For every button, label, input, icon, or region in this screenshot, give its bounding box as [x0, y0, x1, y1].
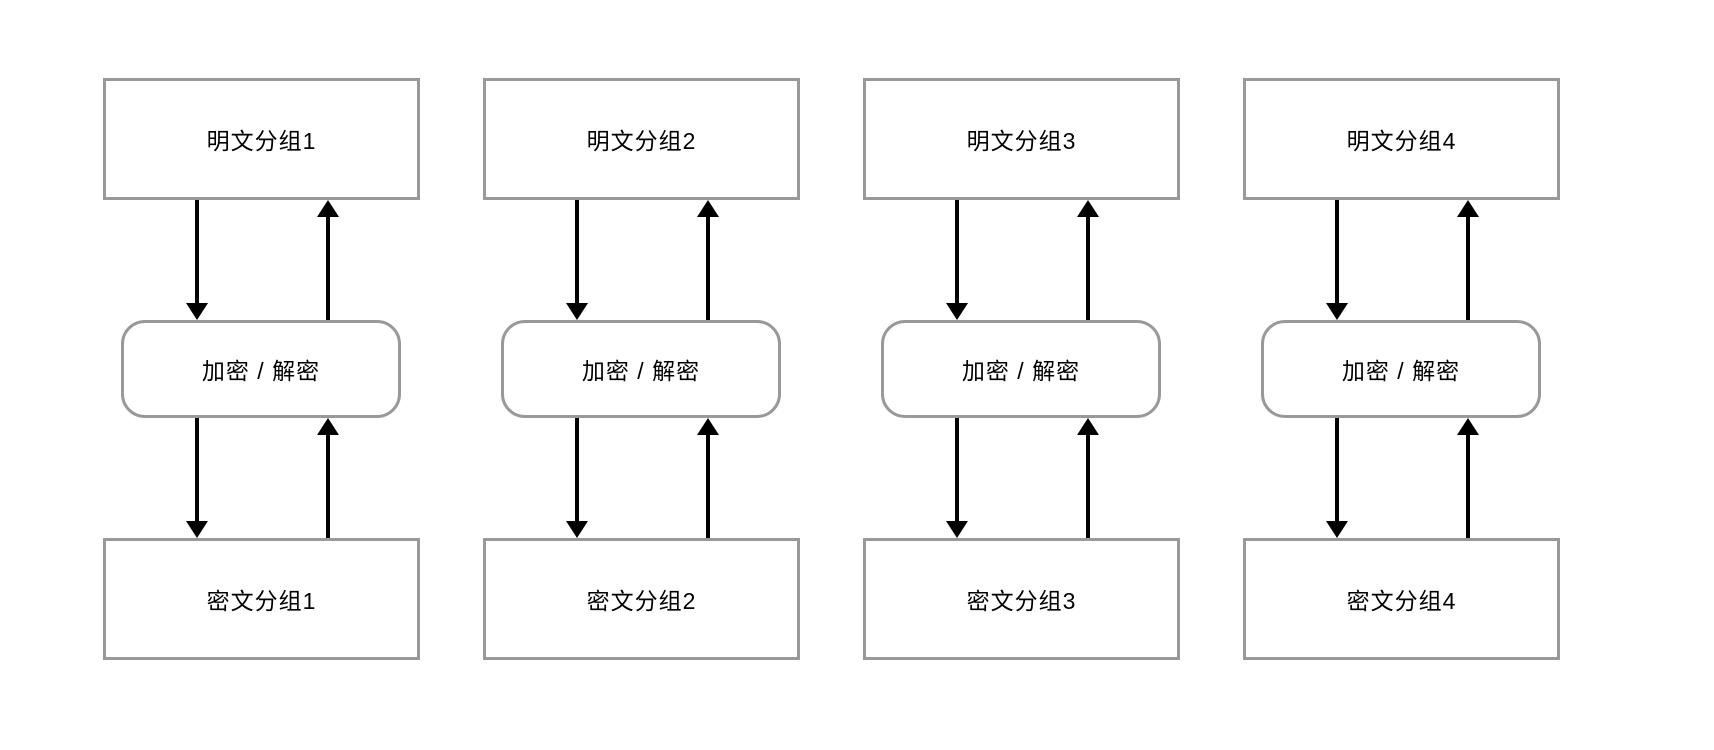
process-label: 加密 / 解密 [1341, 358, 1461, 384]
process-label: 加密 / 解密 [581, 358, 701, 384]
plaintext-box: 明文分组4 [1243, 78, 1560, 200]
ciphertext-box: 密文分组4 [1243, 538, 1560, 660]
down-arrow-icon [186, 200, 208, 320]
up-arrow-icon [697, 200, 719, 320]
ciphertext-label: 密文分组2 [586, 588, 697, 614]
plaintext-label: 明文分组4 [1346, 128, 1457, 154]
up-arrow-icon [1077, 200, 1099, 320]
encrypt-decrypt-box: 加密 / 解密 [1261, 320, 1541, 418]
plaintext-label: 明文分组2 [586, 128, 697, 154]
plaintext-box: 明文分组3 [863, 78, 1180, 200]
down-arrow-icon [566, 418, 588, 538]
down-arrow-icon [1326, 200, 1348, 320]
encrypt-decrypt-box: 加密 / 解密 [501, 320, 781, 418]
plaintext-label: 明文分组1 [206, 128, 317, 154]
cipher-column-2: 明文分组2 加密 / 解密 密文分组2 [483, 78, 800, 662]
ciphertext-label: 密文分组1 [206, 588, 317, 614]
ciphertext-box: 密文分组2 [483, 538, 800, 660]
cipher-column-3: 明文分组3 加密 / 解密 密文分组3 [863, 78, 1180, 662]
process-label: 加密 / 解密 [961, 358, 1081, 384]
down-arrow-icon [186, 418, 208, 538]
ciphertext-box: 密文分组3 [863, 538, 1180, 660]
encrypt-decrypt-box: 加密 / 解密 [121, 320, 401, 418]
down-arrow-icon [1326, 418, 1348, 538]
down-arrow-icon [946, 418, 968, 538]
ciphertext-label: 密文分组4 [1346, 588, 1457, 614]
up-arrow-icon [1457, 418, 1479, 538]
plaintext-box: 明文分组1 [103, 78, 420, 200]
down-arrow-icon [946, 200, 968, 320]
cipher-column-4: 明文分组4 加密 / 解密 密文分组4 [1243, 78, 1560, 662]
ciphertext-box: 密文分组1 [103, 538, 420, 660]
plaintext-label: 明文分组3 [966, 128, 1077, 154]
up-arrow-icon [697, 418, 719, 538]
down-arrow-icon [566, 200, 588, 320]
plaintext-box: 明文分组2 [483, 78, 800, 200]
ciphertext-label: 密文分组3 [966, 588, 1077, 614]
up-arrow-icon [1457, 200, 1479, 320]
up-arrow-icon [1077, 418, 1099, 538]
cipher-column-1: 明文分组1 加密 / 解密 密文分组1 [103, 78, 420, 662]
up-arrow-icon [317, 200, 339, 320]
process-label: 加密 / 解密 [201, 358, 321, 384]
encrypt-decrypt-box: 加密 / 解密 [881, 320, 1161, 418]
up-arrow-icon [317, 418, 339, 538]
